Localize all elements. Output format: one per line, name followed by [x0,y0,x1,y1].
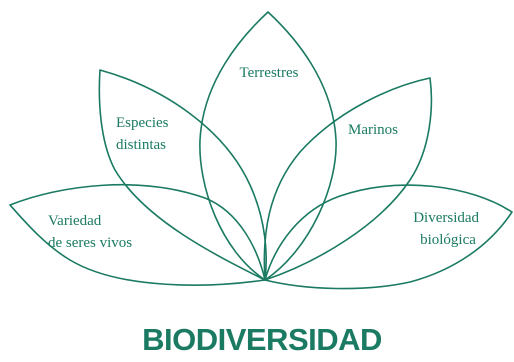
petal-left-label-line-1: Variedad [48,213,102,229]
petal-top-label-line-1: Terrestres [240,65,299,81]
petal-upper-right-label: Marinos [348,122,398,138]
petal-upper-left-label: Especies distintas [116,115,172,153]
petal-top-label: Terrestres [240,65,299,81]
petal-upper-left-label-line-2: distintas [116,137,166,153]
petal-top-outline [199,11,337,281]
petal-upper-right-outline [263,77,433,281]
petal-upper-left-label-line-1: Especies [116,115,169,131]
petal-left-label: Variedad de seres vivos [48,213,132,251]
petal-right-label-line-2: biológica [420,232,476,248]
petal-right-label-line-1: Diversidad [413,210,479,226]
petal-right-outline [264,184,513,290]
petal-upper-left-outline [98,69,267,281]
petal-left-label-line-2: de seres vivos [48,235,132,251]
petal-left-outline [9,183,266,286]
diagram-title: BIODIVERSIDAD [142,322,382,357]
petal-upper-right-label-line-1: Marinos [348,122,398,138]
petal-right-label: Diversidad biológica [413,210,483,248]
